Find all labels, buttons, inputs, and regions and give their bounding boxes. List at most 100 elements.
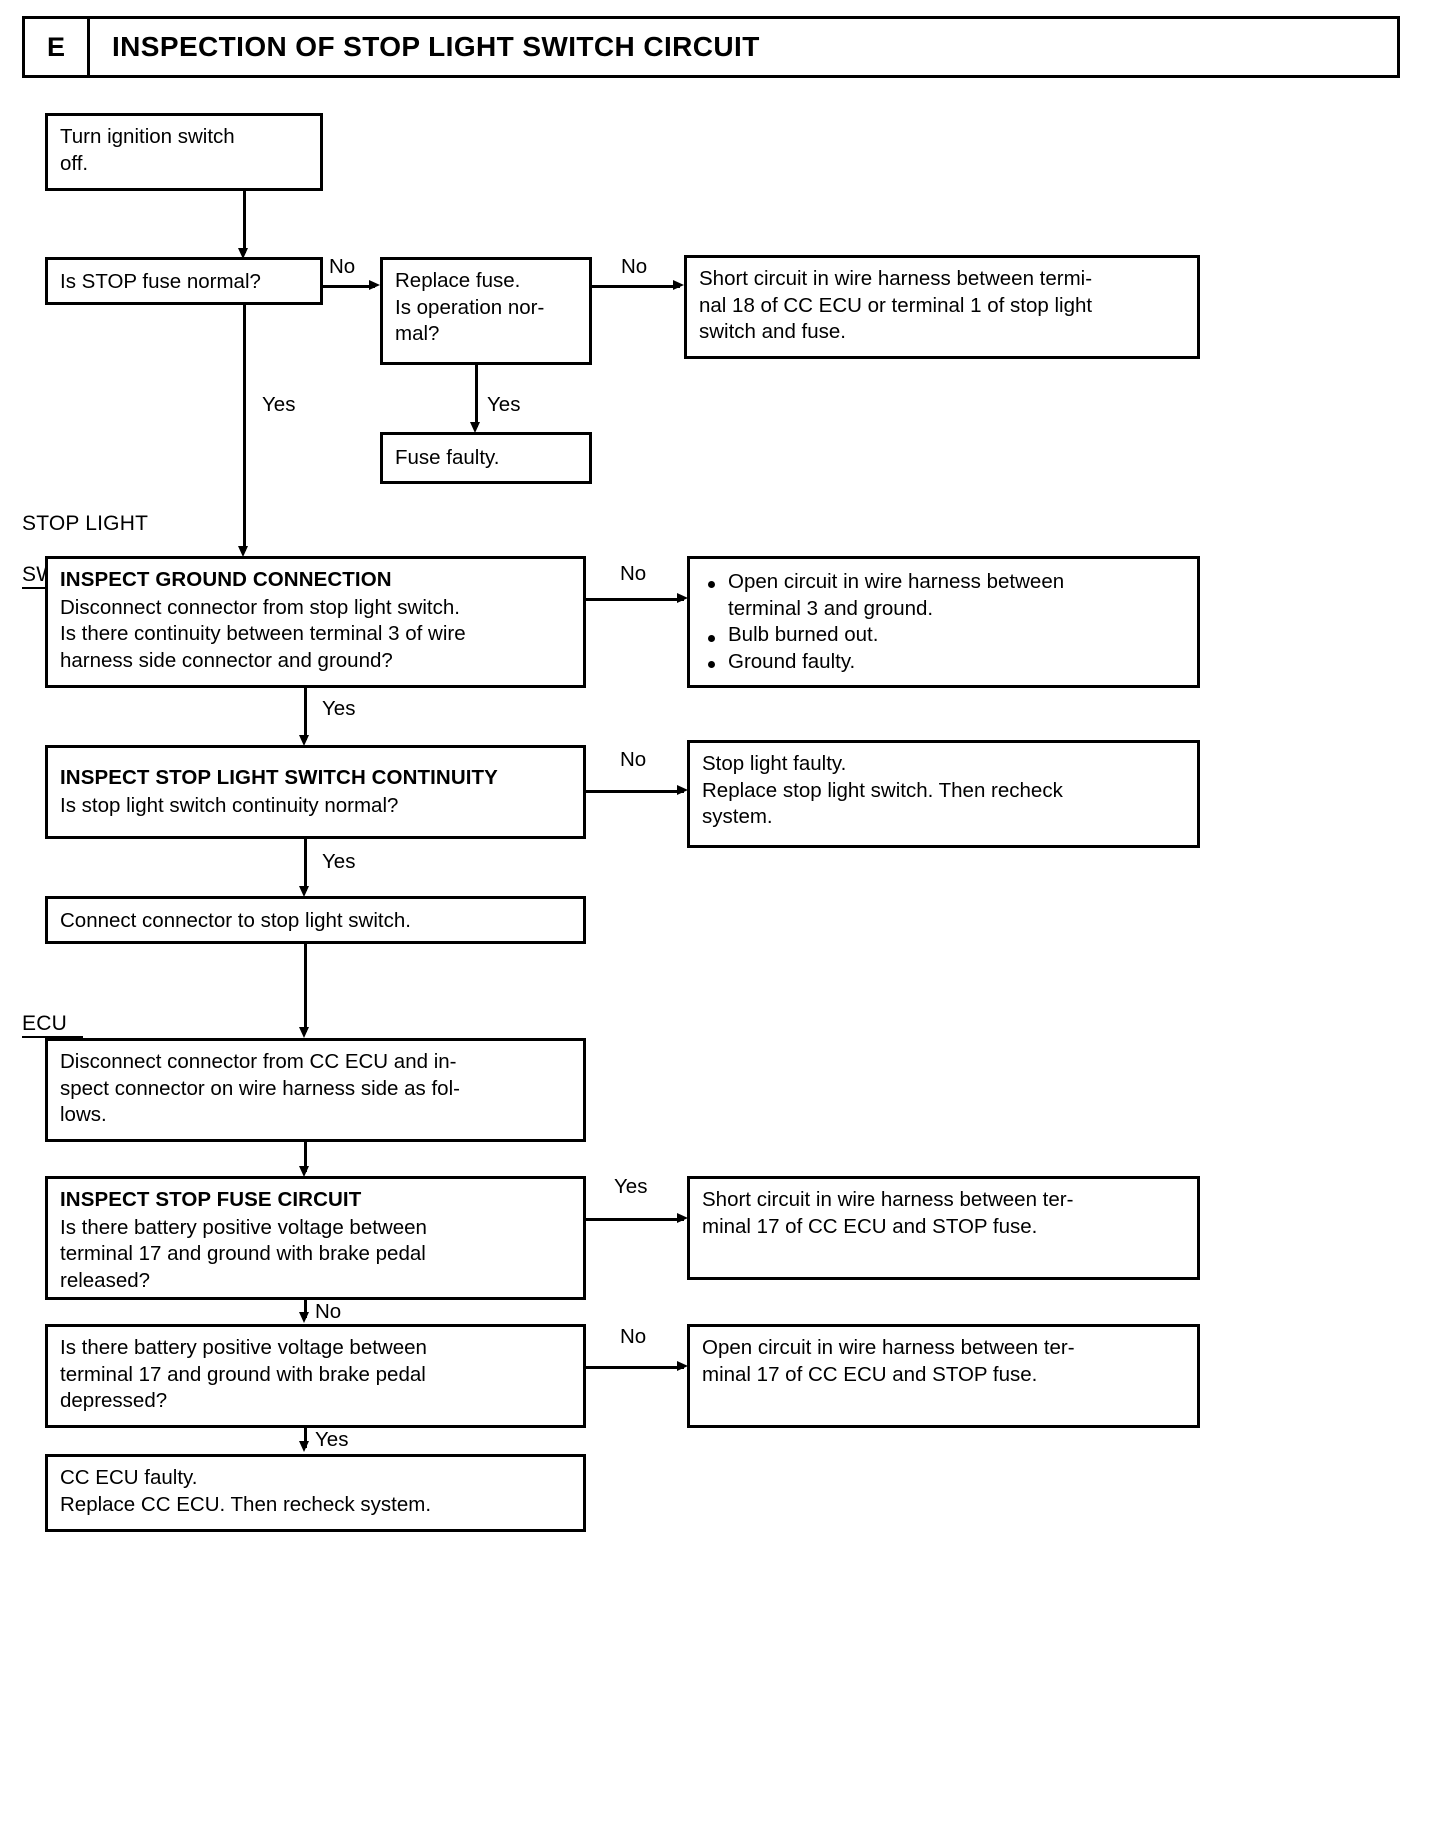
box-heading: INSPECT GROUND CONNECTION [60,568,392,591]
connector-depressed-no [586,1366,684,1369]
box-line: Replace fuse. [395,269,521,292]
arrow-down-icon [299,1312,309,1323]
box-line: nal 18 of CC ECU or terminal 1 of stop l… [699,293,1093,317]
list-item-line: terminal 3 and ground. [728,596,934,620]
box-line: switch and fuse. [699,320,846,344]
list-item-line: Bulb burned out. [728,623,879,647]
box-line: Is STOP fuse normal? [60,270,261,293]
edge-label-no: No [329,255,356,278]
edge-label-yes: Yes [487,393,521,416]
arrow-down-icon [299,1166,309,1177]
box-line: Connect connector to stop light switch. [60,909,411,932]
arrow-down-icon [470,422,480,433]
box-line: Replace stop light switch. Then recheck [702,778,1063,802]
edge-label-yes: Yes [315,1428,349,1451]
connector-stopfuse-yes [586,1218,684,1221]
connector-replacefuse-no [592,285,680,288]
edge-label-no: No [620,748,647,771]
connector-ecu-to-stopfuse [304,1142,307,1172]
box-line: minal 17 of CC ECU and STOP fuse. [702,1214,1038,1238]
box-disconnect-cc-ecu: Disconnect connector from CC ECU and in-… [45,1038,586,1142]
box-line: Is there battery positive voltage betwee… [60,1215,427,1239]
box-turn-ignition-switch: Turn ignition switch off. [45,113,323,191]
box-line: Disconnect connector from CC ECU and in- [60,1050,457,1073]
arrow-right-icon [673,280,684,290]
connector-continuity-yes [304,839,307,891]
box-line: Short circuit in wire harness between te… [699,267,1093,290]
box-line: released? [60,1268,151,1292]
connector-stopfuse-no [304,1300,307,1318]
connector-fuse-yes-main [243,305,246,551]
edge-label-yes: Yes [322,697,356,720]
section-label-ecu: ECU [22,985,83,1039]
box-stop-light-faulty: Stop light faulty. Replace stop light sw… [687,740,1200,848]
box-line: Fuse faulty. [395,446,500,469]
section-label-line: STOP LIGHT [22,511,149,535]
connector-depressed-yes [304,1428,307,1448]
list-item: Ground faulty. [702,649,1185,676]
edge-label-yes: Yes [322,850,356,873]
edge-label-no: No [315,1300,342,1323]
bullet-icon [708,634,715,642]
box-line: spect connector on wire harness side as … [60,1076,460,1100]
arrow-right-icon [677,785,688,795]
list-item: Open circuit in wire harness between ter… [702,569,1185,622]
box-line: Disconnect connector from stop light swi… [60,595,460,619]
arrow-down-icon [299,1027,309,1038]
box-pedal-depressed-question: Is there battery positive voltage betwee… [45,1324,586,1428]
edge-label-yes: Yes [262,393,296,416]
box-line: Is stop light switch continuity normal? [60,793,399,817]
box-open-circuit-terminal-17: Open circuit in wire harness between ter… [687,1324,1200,1428]
box-cc-ecu-faulty: CC ECU faulty. Replace CC ECU. Then rech… [45,1454,586,1532]
box-line: Open circuit in wire harness between ter… [702,1336,1075,1359]
box-line: minal 17 of CC ECU and STOP fuse. [702,1362,1038,1386]
section-label-line: ECU [22,1011,83,1039]
arrow-right-icon [677,1213,688,1223]
arrow-right-icon [369,280,380,290]
box-inspect-stop-light-switch-continuity: INSPECT STOP LIGHT SWITCH CONTINUITY Is … [45,745,586,839]
box-heading: INSPECT STOP FUSE CIRCUIT [60,1188,362,1211]
list-item-line: Ground faulty. [728,649,856,673]
box-inspect-ground-connection: INSPECT GROUND CONNECTION Disconnect con… [45,556,586,688]
section-letter: E [25,19,90,75]
fault-list: Open circuit in wire harness between ter… [702,569,1185,676]
edge-label-no: No [620,562,647,585]
edge-label-yes: Yes [614,1175,648,1198]
arrow-down-icon [238,248,248,259]
connector-ignition-to-fuse [243,191,246,253]
box-line: mal? [395,322,440,346]
box-fuse-faulty: Fuse faulty. [380,432,592,484]
edge-label-no: No [621,255,648,278]
edge-label-no: No [620,1325,647,1348]
connector-replacefuse-yes [475,365,478,427]
box-line: off. [60,151,89,175]
connector-ground-no [586,598,684,601]
box-is-stop-fuse-normal: Is STOP fuse normal? [45,257,323,305]
box-line: depressed? [60,1389,168,1413]
box-ground-faults: Open circuit in wire harness between ter… [687,556,1200,688]
list-item-line: Open circuit in wire harness between [728,570,1065,593]
box-replace-fuse: Replace fuse. Is operation nor- mal? [380,257,592,365]
box-line: terminal 17 and ground with brake pedal [60,1242,426,1266]
box-line: Is there continuity between terminal 3 o… [60,622,466,646]
box-line: Turn ignition switch [60,125,235,148]
connector-ground-yes [304,688,307,740]
box-line: Is there battery positive voltage betwee… [60,1336,427,1359]
box-line: Stop light faulty. [702,752,847,775]
arrow-down-icon [238,546,248,557]
box-heading: INSPECT STOP LIGHT SWITCH CONTINUITY [60,766,498,789]
connector-to-ecu-section [304,944,307,1032]
box-line: system. [702,805,773,829]
box-inspect-stop-fuse-circuit: INSPECT STOP FUSE CIRCUIT Is there batte… [45,1176,586,1300]
page-header: E INSPECTION OF STOP LIGHT SWITCH CIRCUI… [22,16,1400,78]
box-line: Is operation nor- [395,295,545,319]
bullet-icon [708,581,715,589]
box-short-circuit-terminal-17: Short circuit in wire harness between te… [687,1176,1200,1280]
box-line: lows. [60,1103,107,1127]
box-short-circuit-terminal-18: Short circuit in wire harness between te… [684,255,1200,359]
arrow-right-icon [677,593,688,603]
box-line: Replace CC ECU. Then recheck system. [60,1492,432,1516]
arrow-down-icon [299,1441,309,1452]
box-line: Short circuit in wire harness between te… [702,1188,1074,1211]
